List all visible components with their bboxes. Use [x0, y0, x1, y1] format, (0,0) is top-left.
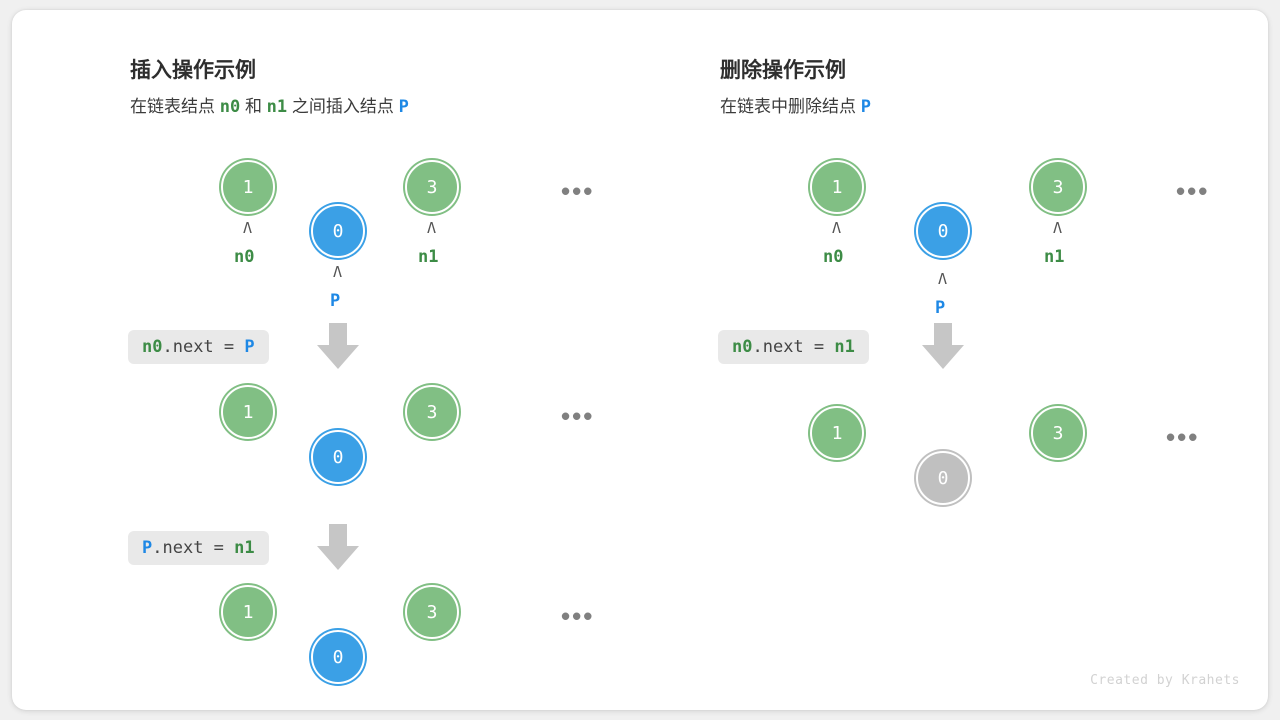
- pointer-label: n1: [418, 247, 439, 267]
- node-value: 0: [311, 204, 365, 258]
- node-value: 3: [1031, 160, 1085, 214]
- panel-insert-subtitle: 在链表结点 n0 和 n1 之间插入结点 P: [130, 92, 409, 117]
- pointer-caret-icon: Λ: [333, 263, 343, 281]
- node-value: 1: [810, 160, 864, 214]
- down-arrow-icon: [315, 323, 361, 376]
- ellipsis: •••: [561, 401, 595, 431]
- diagram-card: 插入操作示例 在链表结点 n0 和 n1 之间插入结点 P 1 0 3 ••• …: [12, 10, 1268, 710]
- pointer-label: n0: [823, 247, 844, 267]
- ellipsis: •••: [1166, 422, 1200, 452]
- token-green: n0: [732, 337, 753, 357]
- token-green: n1: [266, 97, 288, 117]
- token-plain: .next =: [162, 337, 245, 357]
- token-blue: P: [860, 97, 871, 117]
- token-plain: .next =: [152, 538, 235, 558]
- token-green: n0: [142, 337, 163, 357]
- node-value: 1: [221, 385, 275, 439]
- node-value: 3: [405, 585, 459, 639]
- token-plain: 和: [240, 97, 267, 116]
- ellipsis: •••: [561, 176, 595, 206]
- code-chip: n0.next = n1: [718, 330, 869, 364]
- token-green: n0: [219, 97, 241, 117]
- pointer-label: P: [935, 298, 946, 318]
- token-blue: P: [398, 97, 409, 117]
- pointer-label: n1: [1044, 247, 1065, 267]
- down-arrow-icon: [920, 323, 966, 376]
- node-value: 1: [810, 406, 864, 460]
- node-value: 3: [1031, 406, 1085, 460]
- node-value: 0: [916, 204, 970, 258]
- token-green: n1: [234, 538, 255, 558]
- pointer-label: n0: [234, 247, 255, 267]
- ellipsis: •••: [561, 601, 595, 631]
- panel-delete-subtitle: 在链表中删除结点 P: [720, 92, 871, 117]
- token-blue: P: [142, 538, 153, 558]
- node-value: 0: [311, 630, 365, 684]
- down-arrow-icon: [315, 524, 361, 577]
- token-blue: P: [244, 337, 255, 357]
- pointer-caret-icon: Λ: [427, 219, 437, 237]
- node-value: 3: [405, 160, 459, 214]
- ellipsis: •••: [1176, 176, 1210, 206]
- token-plain: .next =: [752, 337, 835, 357]
- node-value-deleted: 0: [916, 451, 970, 505]
- node-value: 0: [311, 430, 365, 484]
- node-value: 3: [405, 385, 459, 439]
- pointer-caret-icon: Λ: [832, 219, 842, 237]
- pointer-caret-icon: Λ: [243, 219, 253, 237]
- pointer-caret-icon: Λ: [938, 270, 948, 288]
- code-chip: P.next = n1: [128, 531, 269, 565]
- node-value: 1: [221, 160, 275, 214]
- token-plain: 在链表结点: [130, 97, 220, 116]
- token-plain: 之间插入结点: [287, 97, 399, 116]
- code-chip: n0.next = P: [128, 330, 269, 364]
- watermark: Created by Krahets: [1090, 673, 1240, 688]
- token-green: n1: [834, 337, 855, 357]
- token-plain: 在链表中删除结点: [720, 97, 861, 116]
- panel-insert-title: 插入操作示例: [130, 59, 256, 82]
- pointer-label: P: [330, 291, 341, 311]
- node-value: 1: [221, 585, 275, 639]
- pointer-caret-icon: Λ: [1053, 219, 1063, 237]
- panel-delete-title: 删除操作示例: [720, 59, 846, 82]
